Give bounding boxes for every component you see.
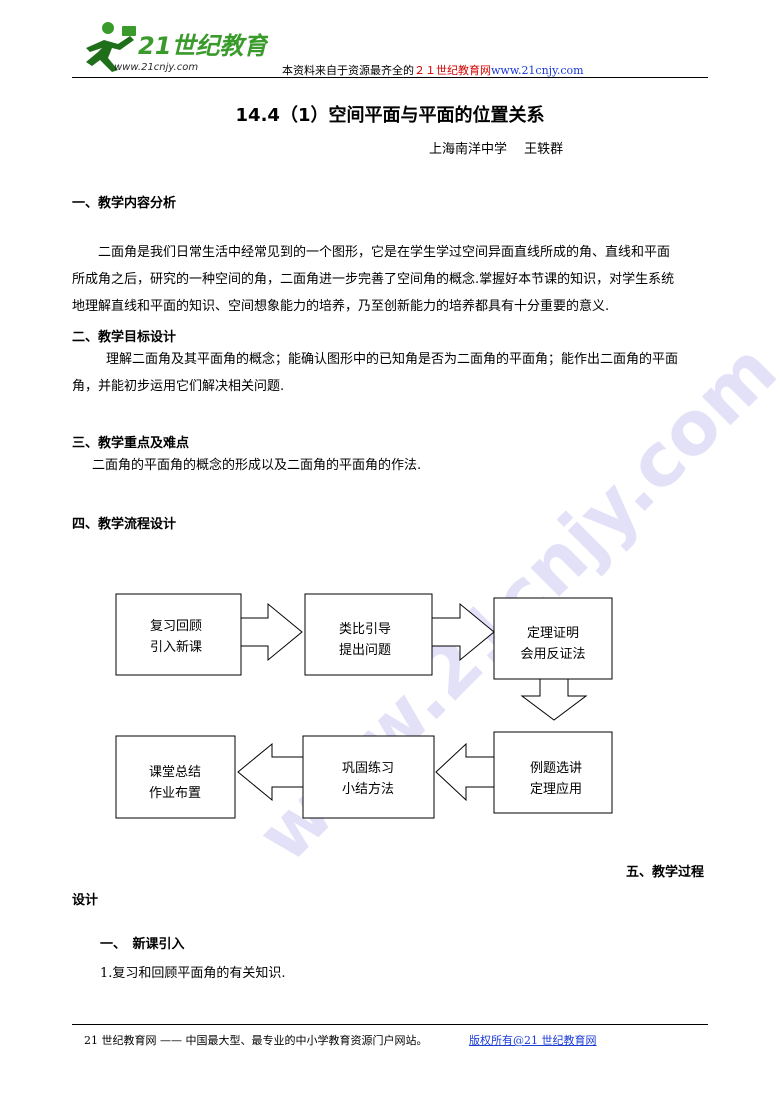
footer-text: 21 世纪教育网 —— 中国最大型、最专业的中小学教育资源门户网站。 [84,1034,428,1047]
flow-box-guide [304,593,433,676]
document-title: 14.4（1）空间平面与平面的位置关系 [235,105,545,126]
section-4-heading: 四、教学流程设计 [72,517,177,532]
document-author: 上海南洋中学 王轶群 [429,142,564,157]
flow-box-1-line-1: 复习回顾 [150,619,202,634]
flow-arrow-3 [520,678,588,721]
header-rule [72,77,708,78]
section-2-body: 理解二面角及其平面角的概念；能确认图形中的已知角是否为二面角的平面角；能作出二面… [72,346,678,400]
section-2-line-1: 理解二面角及其平面角的概念；能确认图形中的已知角是否为二面角的平面角；能作出二面… [106,352,679,367]
section-1-line-1: 二面角是我们日常生活中经常见到的一个图形，它是在学生学过空间异面直线所成的角、直… [98,245,671,260]
flow-box-5-line-2: 小结方法 [342,781,394,797]
section-5-heading-part-1: 五、教学过程 [626,865,705,880]
section-3-line-1: 二面角的平面角的概念的形成以及二面角的平面角的作法. [92,458,422,473]
flow-box-4-line-2: 定理应用 [530,781,582,797]
logo-wordmark: 21世纪教育 [138,32,268,60]
flow-box-5-line-1: 巩固练习 [342,761,394,776]
flow-arrow-1 [240,602,303,662]
section-2-heading: 二、教学目标设计 [72,330,177,345]
flow-box-3-line-2: 会用反证法 [520,647,585,662]
flow-box-4-line-1: 例题选讲 [530,761,582,776]
flow-arrow-2 [431,602,495,662]
flow-box-6-line-1: 课堂总结 [149,765,201,780]
subsection-1-heading: 一、 新课引入 [100,937,185,952]
section-3-heading: 三、教学重点及难点 [72,436,190,451]
header-note: 本资料来自于资源最齐全的２１世纪教育网www.21cnjy.com [282,62,584,78]
runner-icon [86,22,136,72]
header-note-url[interactable]: www.21cnjy.com [491,64,584,77]
flow-box-theorem-proof [493,597,613,680]
logo-url: www.21cnjy.com [114,62,198,73]
subsection-1-line-1: 1.复习和回顾平面角的有关知识. [100,966,286,981]
header-note-brand[interactable]: ２１世纪教育网 [414,64,491,77]
section-1-line-2: 所成角之后，研究的一种空间的角，二面角进一步完善了空间角的概念.掌握好本节课的知… [72,272,675,287]
footer-copyright-link[interactable]: 版权所有@21 世纪教育网 [469,1034,597,1047]
flow-box-1-line-2: 引入新课 [150,639,202,655]
flow-box-2-line-1: 类比引导 [339,622,391,637]
section-1-body: 二面角是我们日常生活中经常见到的一个图形，它是在学生学过空间异面直线所成的角、直… [72,239,674,320]
flow-arrow-5 [237,742,304,802]
flow-box-summary [115,735,236,819]
section-1-heading: 一、教学内容分析 [72,196,177,211]
section-5-heading-part-2: 设计 [72,893,99,908]
flow-box-review [115,593,242,676]
flow-box-3-line-1: 定理证明 [527,626,579,641]
section-1-line-3: 地理解直线和平面的知识、空间想象能力的培养，乃至创新能力的培养都具有十分重要的意… [72,299,610,314]
section-2-line-2: 角，并能初步运用它们解决相关问题. [72,379,285,394]
flow-arrow-4 [435,742,495,802]
site-logo: 21世纪教育 www.21cnjy.com [86,22,268,73]
flow-box-6-line-2: 作业布置 [149,786,201,801]
header-note-prefix: 本资料来自于资源最齐全的 [282,64,414,77]
flow-box-practice [302,735,435,819]
section-3-body: 二面角的平面角的概念的形成以及二面角的平面角的作法. [72,452,421,479]
flow-box-2-line-2: 提出问题 [339,642,391,658]
subsection-1-body: 1.复习和回顾平面角的有关知识. [100,960,286,987]
footer-rule [72,1024,708,1025]
